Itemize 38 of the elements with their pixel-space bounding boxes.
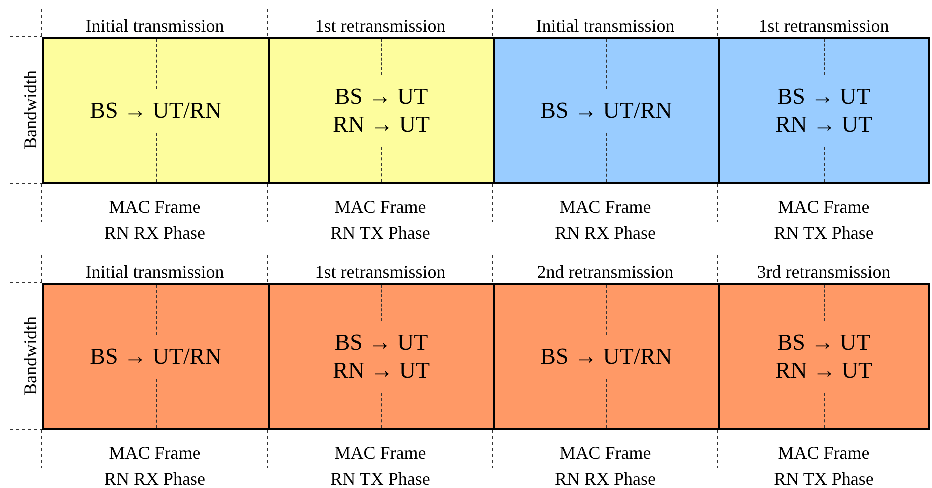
frame-caption: MAC Frame xyxy=(109,442,201,465)
link-direction-text: RN → UT xyxy=(332,110,430,138)
link-direction-text: RN → UT xyxy=(775,110,873,138)
frame-caption: RN TX Phase xyxy=(330,468,430,488)
frame-caption: RN RX Phase xyxy=(554,222,656,245)
frame-caption: MAC Frame xyxy=(560,442,652,465)
frame-heading: 1st retransmission xyxy=(315,261,446,283)
frame-caption: MAC Frame xyxy=(334,442,426,465)
frame-caption: MAC Frame xyxy=(778,196,870,219)
frame-caption: RN TX Phase xyxy=(774,468,874,488)
link-direction-text: BS → UT/RN xyxy=(540,342,672,370)
link-direction-text: BS → UT xyxy=(777,82,871,110)
frame-heading: 1st retransmission xyxy=(315,15,446,37)
link-direction-text: BS → UT/RN xyxy=(540,96,672,124)
frame-heading: 1st retransmission xyxy=(758,15,890,37)
link-direction-text: RN → UT xyxy=(775,356,873,384)
frame-caption: RN RX Phase xyxy=(104,468,206,488)
frame-caption: RN RX Phase xyxy=(554,468,656,488)
link-direction-text: BS → UT/RN xyxy=(90,96,222,124)
axis-label: Bandwidth xyxy=(20,316,42,396)
frame-caption: RN TX Phase xyxy=(774,222,874,245)
frame-heading: 3rd retransmission xyxy=(757,261,891,283)
frame-caption: MAC Frame xyxy=(109,196,201,219)
frame-caption: MAC Frame xyxy=(334,196,426,219)
link-direction-text: RN → UT xyxy=(332,356,430,384)
axis-label: Bandwidth xyxy=(20,70,42,150)
frame-heading: Initial transmission xyxy=(536,15,675,37)
frame-heading: 2nd retransmission xyxy=(537,261,674,283)
frame-caption: RN RX Phase xyxy=(104,222,206,245)
frame-heading: Initial transmission xyxy=(86,261,224,283)
frame-caption: MAC Frame xyxy=(778,442,870,465)
link-direction-text: BS → UT xyxy=(334,328,428,356)
link-direction-text: BS → UT/RN xyxy=(90,342,222,370)
frame-caption: MAC Frame xyxy=(560,196,652,219)
link-direction-text: BS → UT xyxy=(334,82,428,110)
link-direction-text: BS → UT xyxy=(777,328,871,356)
frame-heading: Initial transmission xyxy=(86,15,224,37)
frame-caption: RN TX Phase xyxy=(330,222,430,245)
